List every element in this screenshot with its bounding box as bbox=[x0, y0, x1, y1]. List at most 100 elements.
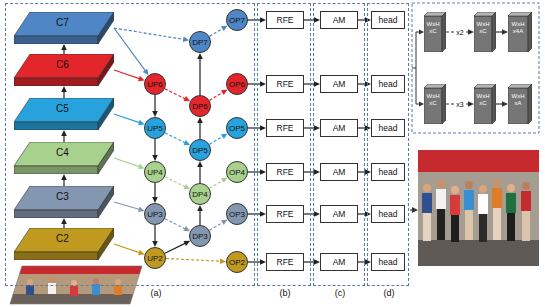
connector bbox=[152, 139, 158, 161]
runner-legs bbox=[451, 215, 459, 242]
photo-road bbox=[418, 240, 539, 266]
connector bbox=[197, 161, 203, 183]
arrow-head bbox=[221, 220, 228, 225]
node-label: RFE bbox=[277, 15, 294, 25]
connector-line bbox=[165, 177, 187, 188]
runner-head bbox=[465, 181, 473, 189]
connector-line bbox=[248, 171, 262, 172]
connector bbox=[165, 133, 190, 145]
runner-head bbox=[115, 279, 121, 285]
runner-head bbox=[27, 279, 33, 285]
arrow-head bbox=[502, 29, 508, 35]
connector bbox=[114, 114, 145, 125]
plane-front bbox=[14, 36, 98, 44]
connector bbox=[197, 205, 203, 225]
node-label: OP4 bbox=[229, 168, 245, 177]
runner-head bbox=[479, 185, 487, 193]
node-label: UP5 bbox=[147, 124, 163, 133]
runner-body bbox=[521, 191, 531, 211]
runner-body bbox=[26, 285, 34, 295]
runner-head bbox=[49, 277, 55, 283]
feature-tensor: WxH xA bbox=[508, 84, 532, 124]
connector-line bbox=[154, 225, 155, 243]
connector-line bbox=[209, 180, 224, 189]
pyramid-node: UP2 bbox=[144, 247, 166, 269]
shape-outline bbox=[14, 228, 114, 260]
connector bbox=[304, 259, 320, 265]
plane-front bbox=[14, 78, 98, 86]
node-label: head bbox=[379, 209, 398, 219]
node-label: RFE bbox=[277, 209, 294, 219]
node-label: AM bbox=[333, 167, 346, 177]
pyramid-node: UP5 bbox=[144, 117, 166, 139]
plane-front bbox=[14, 122, 98, 130]
runner-legs bbox=[522, 211, 530, 241]
connector bbox=[209, 90, 227, 101]
connector-line bbox=[114, 28, 185, 40]
connector-line bbox=[248, 261, 262, 262]
connector bbox=[61, 86, 67, 98]
node-label: C5 bbox=[56, 103, 69, 114]
tensor-front bbox=[424, 88, 442, 124]
node-label: WxH xC bbox=[474, 21, 492, 35]
plane-top bbox=[14, 12, 114, 36]
connector bbox=[209, 178, 227, 189]
arrow-head bbox=[197, 161, 203, 167]
am-box: AM bbox=[320, 253, 358, 271]
arrow-head bbox=[197, 53, 203, 59]
feature-map-plane: C6 bbox=[14, 54, 114, 86]
runner-head bbox=[437, 180, 445, 188]
plane-front bbox=[14, 252, 98, 260]
pyramid-node: DP6 bbox=[189, 95, 211, 117]
plane-front bbox=[14, 210, 98, 218]
tensor-front bbox=[424, 16, 442, 52]
pyramid-node: OP7 bbox=[226, 9, 248, 31]
node-label: C3 bbox=[56, 191, 69, 202]
plane-side bbox=[98, 54, 114, 86]
pyramid-node: UP6 bbox=[144, 73, 166, 95]
node-label: AM bbox=[333, 257, 346, 267]
runner-body bbox=[506, 193, 516, 213]
connector bbox=[165, 177, 190, 189]
runner-body bbox=[436, 189, 446, 209]
connector bbox=[114, 158, 145, 169]
connector bbox=[114, 28, 149, 75]
head-box: head bbox=[371, 11, 405, 29]
feature-tensor: WxH xC bbox=[474, 12, 496, 52]
connector-line bbox=[199, 57, 200, 95]
runner-head bbox=[451, 186, 459, 194]
pyramid-node: UP4 bbox=[144, 161, 166, 183]
tensor-front bbox=[474, 88, 492, 124]
connector bbox=[304, 169, 320, 175]
node-label: AM bbox=[333, 123, 346, 133]
connector bbox=[197, 53, 203, 95]
runner-body bbox=[492, 188, 502, 208]
arrow-head bbox=[419, 102, 424, 107]
connector bbox=[61, 130, 67, 142]
feature-tensor: WxH xC bbox=[424, 12, 446, 52]
runner-legs bbox=[437, 209, 445, 240]
tensor-side bbox=[442, 84, 446, 124]
rfe-box: RFE bbox=[266, 205, 304, 223]
plane-side bbox=[98, 228, 114, 260]
arrow-head bbox=[61, 44, 67, 50]
rfe-box: RFE bbox=[266, 163, 304, 181]
pyramid-node: OP3 bbox=[226, 203, 248, 225]
node-label: AM bbox=[333, 209, 346, 219]
connector-line bbox=[248, 127, 262, 128]
runner-body bbox=[70, 286, 78, 296]
connector bbox=[209, 134, 227, 145]
arrow-head bbox=[221, 26, 228, 31]
node-label: head bbox=[379, 123, 398, 133]
runner-head bbox=[522, 182, 530, 190]
plane-side bbox=[98, 142, 114, 174]
connector-line bbox=[199, 165, 200, 183]
rfe-box: RFE bbox=[266, 75, 304, 93]
connector bbox=[114, 244, 145, 255]
arrow-head bbox=[221, 134, 228, 139]
section-label: (d) bbox=[384, 288, 395, 298]
connector-line bbox=[154, 139, 155, 157]
pyramid-node: DP5 bbox=[189, 139, 211, 161]
connector-line bbox=[165, 243, 187, 254]
